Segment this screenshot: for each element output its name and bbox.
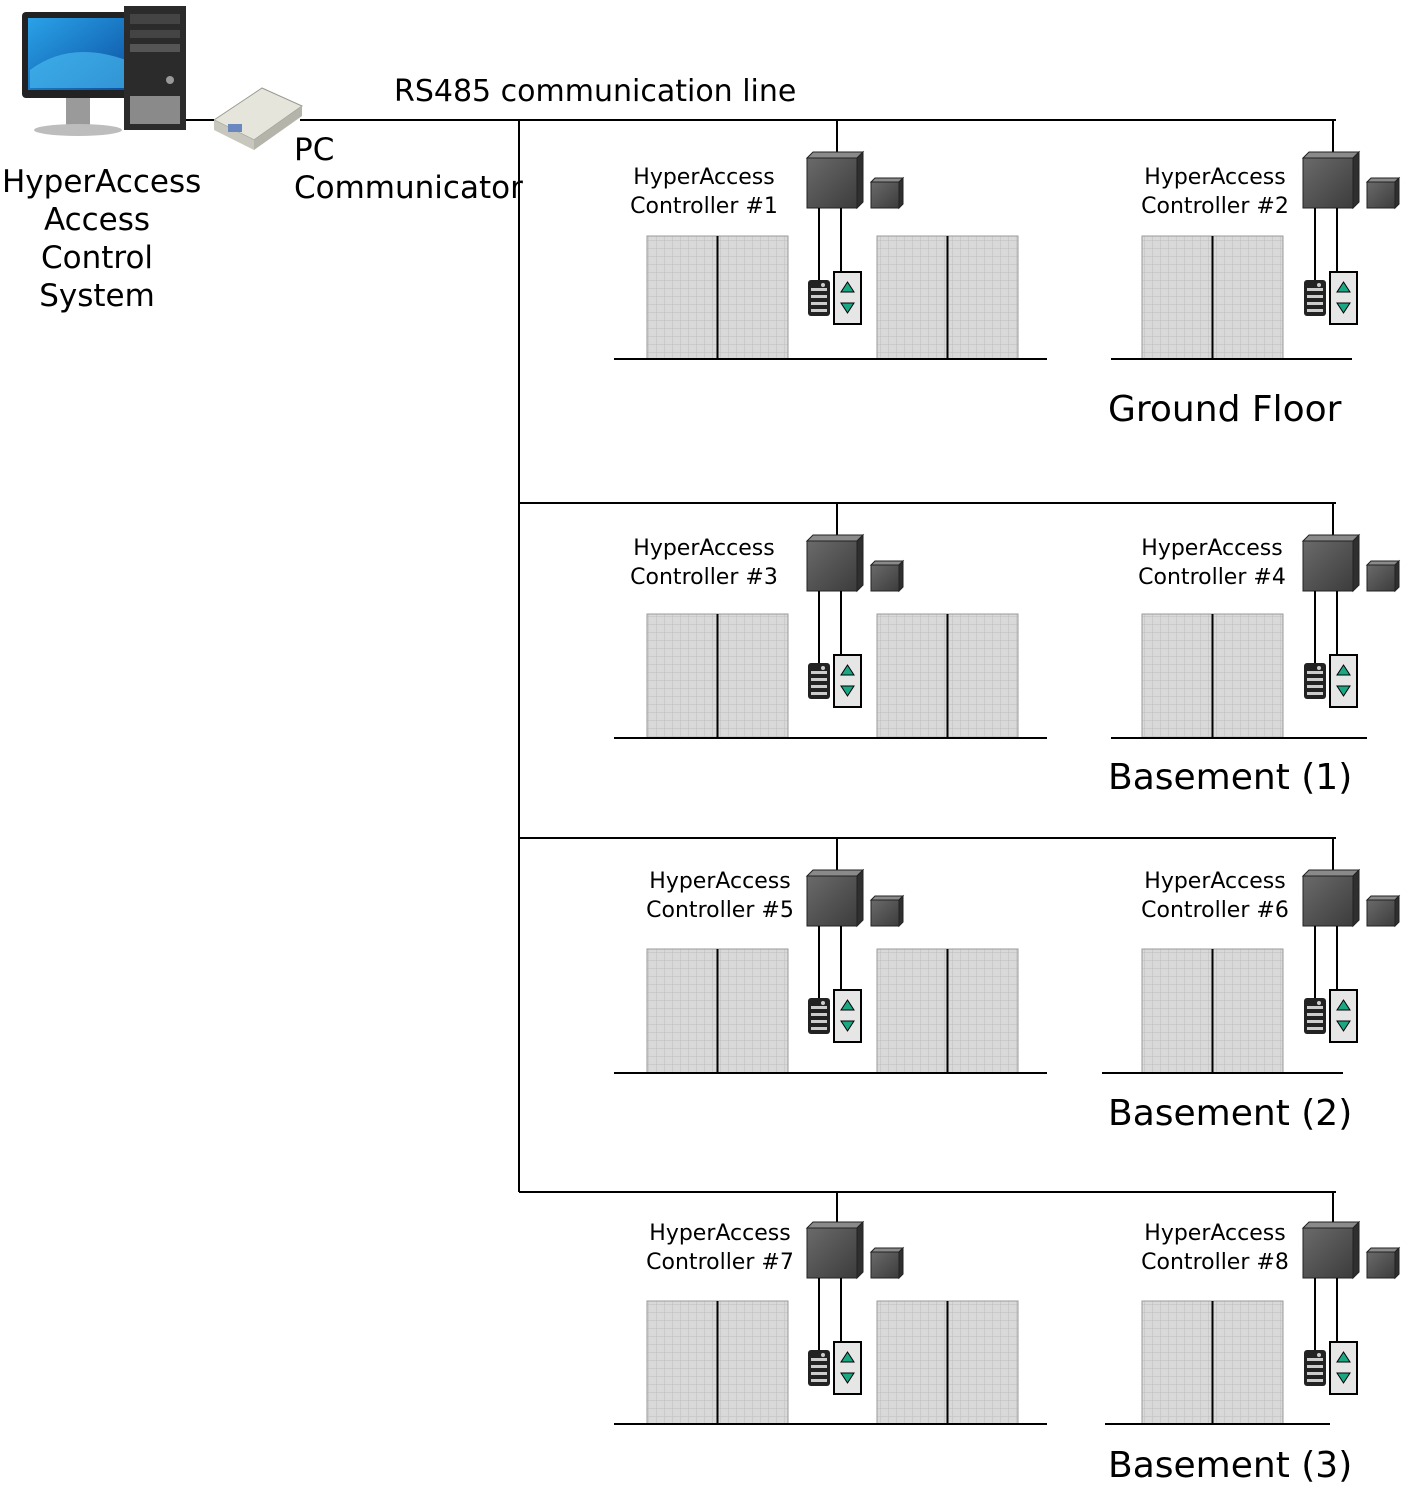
controller-label: HyperAccess Controller #5 [646, 869, 794, 923]
pc-system-label: HyperAccess Access Control System [2, 164, 202, 314]
power-supply-icon [869, 894, 905, 928]
power-supply-icon [1365, 559, 1401, 593]
controller-label: HyperAccess Controller #7 [646, 1221, 794, 1275]
door-icon [646, 613, 789, 739]
controller-icon [805, 533, 865, 593]
floor-label: Basement (3) [1108, 1445, 1353, 1486]
controller-label: HyperAccess Controller #8 [1141, 1221, 1289, 1275]
elevator-button-icon [1329, 1341, 1358, 1395]
controller-icon [1301, 1220, 1361, 1280]
door-icon [646, 235, 789, 360]
communicator-label: PC Communicator [294, 132, 523, 206]
door-icon [876, 613, 1019, 739]
card-reader-icon [1304, 280, 1326, 316]
power-supply-icon [1365, 176, 1401, 210]
controller-icon [1301, 150, 1361, 210]
controller-icon [1301, 533, 1361, 593]
power-supply-icon [1365, 1246, 1401, 1280]
controller-icon [805, 150, 865, 210]
card-reader-icon [808, 280, 830, 316]
elevator-button-icon [1329, 271, 1358, 325]
card-reader-icon [1304, 998, 1326, 1034]
rs485-line-label: RS485 communication line [394, 74, 797, 109]
card-reader-icon [808, 1350, 830, 1386]
controller-label: HyperAccess Controller #1 [630, 165, 778, 219]
computer-icon [22, 6, 186, 136]
door-icon [876, 1300, 1019, 1425]
door-icon [646, 1300, 789, 1425]
door-icon [876, 235, 1019, 360]
floor-label: Ground Floor [1108, 389, 1342, 430]
door-icon [646, 948, 789, 1074]
door-icon [1141, 1300, 1284, 1425]
controller-label: HyperAccess Controller #6 [1141, 869, 1289, 923]
elevator-button-icon [1329, 654, 1358, 708]
power-supply-icon [869, 1246, 905, 1280]
controller-icon [1301, 868, 1361, 928]
door-icon [1141, 948, 1284, 1074]
controller-label: HyperAccess Controller #3 [630, 536, 778, 590]
controller-label: HyperAccess Controller #4 [1138, 536, 1286, 590]
card-reader-icon [1304, 663, 1326, 699]
elevator-button-icon [833, 271, 862, 325]
elevator-button-icon [833, 654, 862, 708]
card-reader-icon [808, 663, 830, 699]
controller-icon [805, 868, 865, 928]
floor-label: Basement (2) [1108, 1093, 1353, 1134]
door-icon [1141, 613, 1284, 739]
elevator-button-icon [1329, 989, 1358, 1043]
elevator-button-icon [833, 1341, 862, 1395]
controller-icon [805, 1220, 865, 1280]
card-reader-icon [1304, 1350, 1326, 1386]
floor-label: Basement (1) [1108, 757, 1353, 798]
door-icon [876, 948, 1019, 1074]
door-icon [1141, 235, 1284, 360]
power-supply-icon [1365, 894, 1401, 928]
communicator-icon [213, 87, 304, 150]
power-supply-icon [869, 176, 905, 210]
power-supply-icon [869, 559, 905, 593]
elevator-button-icon [833, 989, 862, 1043]
card-reader-icon [808, 998, 830, 1034]
rs485-bus [300, 119, 1336, 1193]
controller-label: HyperAccess Controller #2 [1141, 165, 1289, 219]
